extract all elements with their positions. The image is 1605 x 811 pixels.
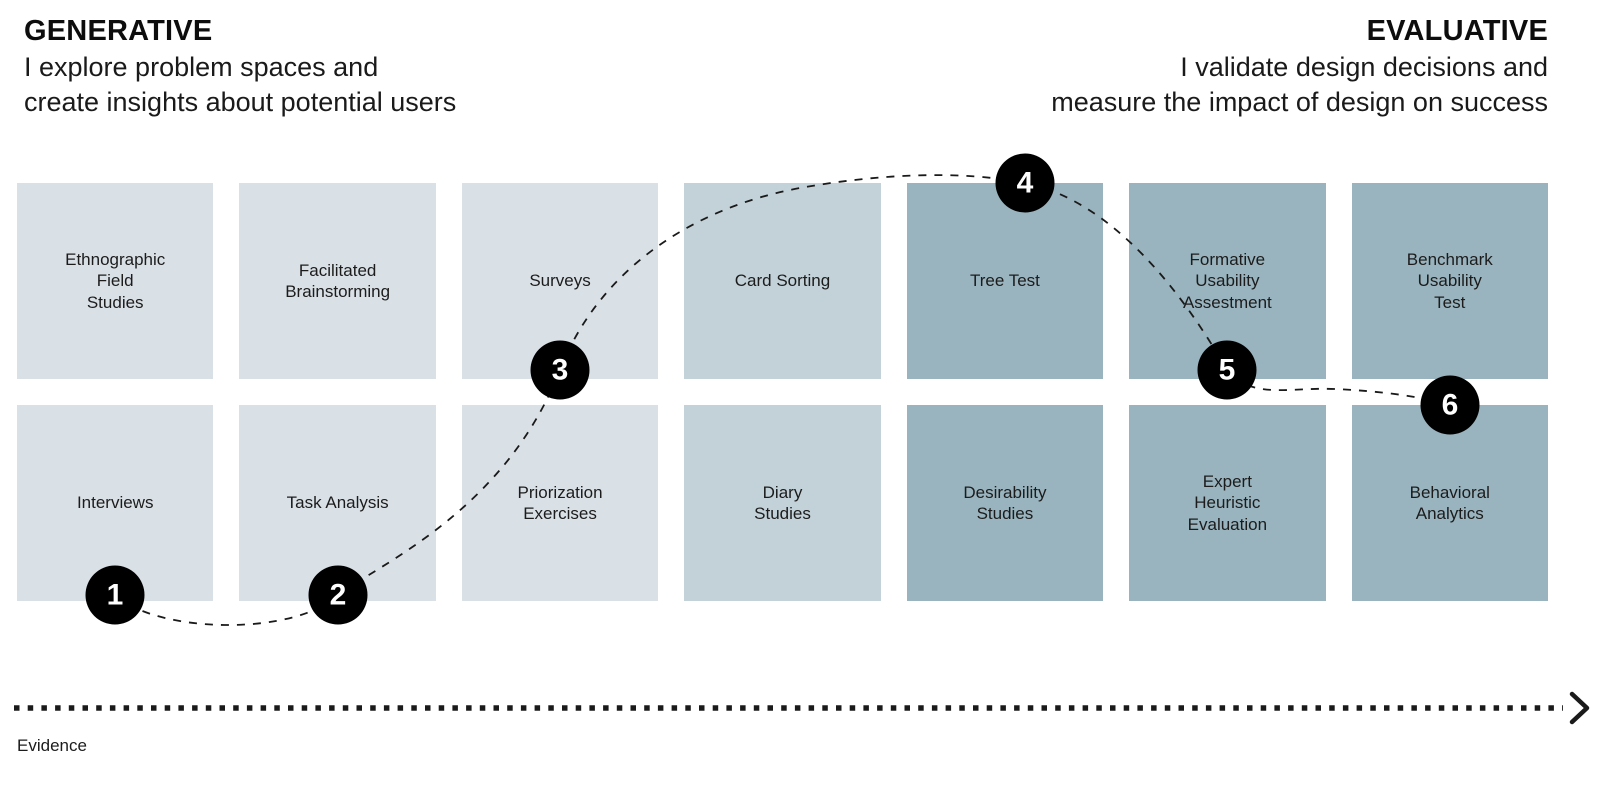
card-benchmark-usability-test: Benchmark Usability Test <box>1351 183 1548 379</box>
journey-step-4: 4 <box>995 153 1055 213</box>
card-facilitated-brainstorming: Facilitated Brainstorming <box>239 183 436 379</box>
card-label: Surveys <box>529 271 591 291</box>
evidence-axis-arrowhead <box>1569 691 1590 725</box>
journey-step-5: 5 <box>1197 340 1257 400</box>
evidence-label: Evidence <box>17 736 87 755</box>
generative-title: GENERATIVE <box>24 15 213 47</box>
journey-step-1: 1 <box>85 565 145 625</box>
card-label: Interviews <box>76 493 154 513</box>
evaluative-title: EVALUATIVE <box>1366 15 1548 47</box>
card-label: Diary Studies <box>754 482 811 524</box>
card-label: Formative Usability Assestment <box>1182 249 1272 312</box>
card-label: Expert Heuristic Evaluation <box>1187 471 1268 534</box>
card-label: Benchmark Usability Test <box>1406 249 1493 312</box>
evaluative-subtitle: I validate design decisions and measure … <box>1051 52 1548 117</box>
card-expert-heuristic-evaluation: Expert Heuristic Evaluation <box>1129 405 1326 601</box>
card-priorization-exercises: Priorization Exercises <box>461 405 659 601</box>
card-label: Task Analysis <box>286 493 389 513</box>
card-diary-studies: Diary Studies <box>684 405 881 601</box>
journey-step-6: 6 <box>1420 375 1480 435</box>
card-label: Card Sorting <box>734 271 831 291</box>
methods-grid: Ethnographic Field Studies Facilitated B… <box>17 183 1548 601</box>
card-label: Ethnographic Field Studies <box>65 249 166 312</box>
card-label: Behavioral Analytics <box>1409 482 1490 524</box>
card-card-sorting: Card Sorting <box>684 183 881 379</box>
card-label: Priorization Exercises <box>517 482 603 524</box>
generative-header: GENERATIVE I explore problem spaces and … <box>24 12 456 120</box>
journey-step-3: 3 <box>530 340 590 400</box>
journey-step-2: 2 <box>308 565 368 625</box>
card-tree-test: Tree Test <box>906 183 1104 379</box>
card-ethnographic-field-studies: Ethnographic Field Studies <box>17 183 214 379</box>
evaluative-header: EVALUATIVE I validate design decisions a… <box>1051 12 1548 120</box>
generative-subtitle: I explore problem spaces and create insi… <box>24 52 457 117</box>
card-label: Desirability Studies <box>963 482 1047 524</box>
card-label: Tree Test <box>969 271 1040 291</box>
card-label: Facilitated Brainstorming <box>285 260 391 302</box>
card-desirability-studies: Desirability Studies <box>906 405 1104 601</box>
